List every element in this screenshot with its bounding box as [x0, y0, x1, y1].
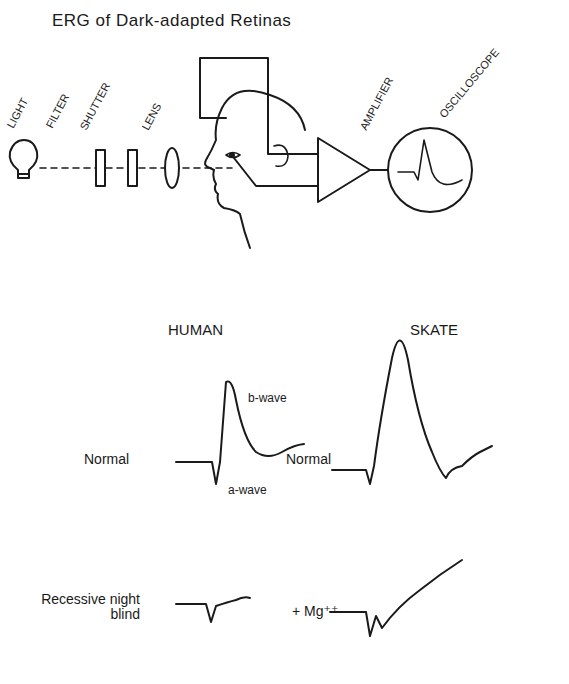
light-bulb	[10, 140, 38, 178]
trace-label: Normal	[84, 452, 129, 467]
trace-label: Normal	[286, 452, 331, 467]
head-profile	[205, 91, 305, 248]
part-name: AMPLIFIER	[357, 75, 395, 132]
trace-label: + Mg⁺⁺	[292, 604, 338, 619]
filter	[96, 150, 105, 186]
erg-trace	[176, 381, 304, 484]
electrode-wire	[234, 158, 318, 186]
electrode-wire	[200, 58, 318, 154]
shutter	[128, 150, 137, 186]
lens	[165, 148, 179, 188]
panel-heading: HUMAN	[168, 322, 223, 339]
callout-label: a-wave	[228, 484, 267, 497]
part-name: LIGHT	[4, 96, 30, 130]
part-name: OSCILLOSCOPE	[437, 46, 502, 120]
diagram-title: ERG of Dark-adapted Retinas	[52, 12, 291, 31]
eye	[226, 153, 240, 158]
erg-trace	[176, 597, 250, 622]
callout-label: b-wave	[248, 392, 287, 405]
oscilloscope-screen	[388, 128, 472, 212]
erg-trace	[330, 560, 462, 636]
trace-label: Recessive night blind	[40, 592, 140, 623]
part-name: SHUTTER	[77, 81, 112, 133]
panel-heading: SKATE	[410, 322, 458, 339]
ear	[274, 145, 288, 166]
part-name: LENS	[139, 101, 163, 132]
amplifier-symbol	[318, 138, 370, 202]
part-name: FILTER	[43, 92, 71, 130]
erg-trace	[332, 340, 492, 484]
trace	[398, 140, 462, 185]
